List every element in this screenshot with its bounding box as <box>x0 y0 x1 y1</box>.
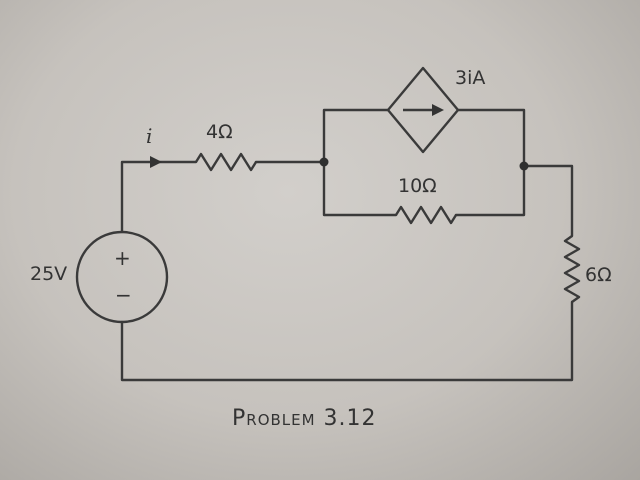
resistor-4-ohm <box>194 152 258 172</box>
node-a <box>319 157 329 167</box>
node-b <box>519 161 529 171</box>
resistor-10-ohm <box>394 205 458 225</box>
resistor-4-ohm-label: 4Ω <box>206 121 233 143</box>
wire-lower-branch <box>322 160 526 217</box>
source-minus-sign: − <box>115 283 132 307</box>
figure-caption: Problem 3.12 <box>232 406 377 431</box>
wire-source-top <box>120 160 198 234</box>
wire-right-side <box>522 164 574 238</box>
source-plus-sign: + <box>114 246 131 270</box>
wire-bottom-return <box>120 300 574 382</box>
source-label: 25V <box>30 263 67 285</box>
resistor-6-ohm-label: 6Ω <box>585 264 612 286</box>
resistor-10-ohm-label: 10Ω <box>398 175 437 197</box>
current-arrow <box>150 156 162 168</box>
wire-upper-branch <box>322 108 526 168</box>
current-label: i <box>146 124 152 148</box>
dependent-source-label: 3iA <box>455 67 485 89</box>
voltage-source: + − <box>75 230 169 324</box>
resistor-6-ohm <box>563 235 581 303</box>
dependent-current-source <box>386 66 460 154</box>
circuit-wires <box>120 108 574 382</box>
